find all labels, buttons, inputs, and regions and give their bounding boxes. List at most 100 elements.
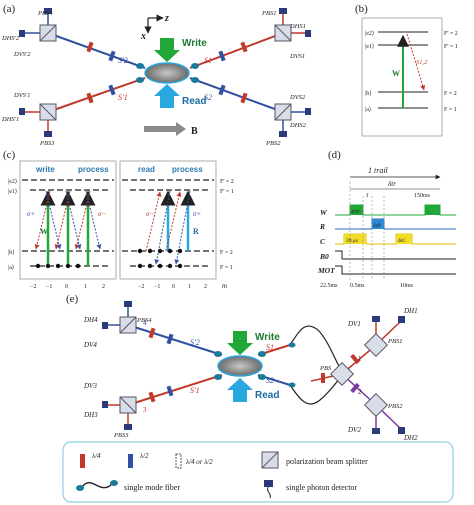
e-pbs2-label: PBS2 <box>387 403 403 410</box>
pbs3-cube <box>39 103 57 121</box>
waveplate-a6 <box>240 41 248 53</box>
pbs1-cube <box>274 24 292 42</box>
panel-d-label: (d) <box>328 149 341 161</box>
write-label: Write <box>182 38 207 49</box>
e-n4: 4 <box>143 319 147 327</box>
c-m-tick-6: −2 <box>138 284 144 290</box>
e-pbs1-cube <box>363 332 389 358</box>
d-vs2-label: DVS2 <box>289 94 306 101</box>
detector-icon <box>19 30 25 37</box>
c-f-a: F = 1 <box>220 265 233 271</box>
axis-x-label: x <box>140 31 146 42</box>
d-c-pulse-1 <box>344 234 366 244</box>
read-label: Read <box>182 96 206 107</box>
fiber-icon <box>191 77 199 83</box>
c-level-e1: |e1⟩ <box>8 188 17 195</box>
e-waveplate-5 <box>321 373 325 383</box>
d-row-c: C <box>320 237 326 246</box>
e-fiber-2 <box>289 375 343 405</box>
pbs2-cube <box>274 103 292 121</box>
e-dh3-label: DH3 <box>83 411 98 419</box>
c-process1-hdr: process <box>78 165 109 174</box>
c-w-label: W <box>40 227 48 236</box>
panel-a: (a) <box>1 3 311 147</box>
e-waveplate-4 <box>166 385 174 397</box>
e-fiber-1 <box>289 325 343 373</box>
d-time-3: 10ms <box>400 283 414 289</box>
legend-box <box>62 441 454 503</box>
detector-icon <box>124 424 132 430</box>
c-level-lines <box>22 179 214 267</box>
panel-c-right-frame <box>119 160 217 280</box>
d-hs1-label: DHS1 <box>289 23 306 30</box>
e-pbs-cube <box>329 361 355 387</box>
e-pbs3-label: PBS3 <box>113 432 129 439</box>
c-m-tick-8: 0 <box>172 284 175 290</box>
panel-e-label: (e) <box>66 293 79 305</box>
axis-z-label: z <box>164 13 169 24</box>
legend-detector: single photon detector <box>286 483 357 492</box>
c-m-tick-3: 0 <box>65 284 68 290</box>
beam-s1p <box>47 77 146 113</box>
e-pbs-label: PBS <box>319 365 332 372</box>
d-vs1-label: DVS1 <box>289 53 305 60</box>
detector-icon <box>102 322 108 329</box>
b-level-e1: |e1⟩ <box>365 43 374 50</box>
legend-pbs: polarization beam splitter <box>286 457 368 466</box>
e-beam-s2p <box>127 324 223 356</box>
b-level-a: |a⟩ <box>365 106 371 113</box>
e-dv2-label: DV2 <box>347 426 361 434</box>
pbs4-label: PBS4 <box>37 10 53 17</box>
d-c-pulse-2 <box>396 234 412 244</box>
fiber-icon <box>191 63 199 69</box>
e-pbs2-cube <box>363 392 389 418</box>
c-population-dots <box>35 248 183 269</box>
e-dv4-label: DV4 <box>83 341 97 349</box>
waveplate-a3 <box>86 92 94 104</box>
waveplate-a7 <box>218 84 226 96</box>
fiber-icon <box>136 63 144 69</box>
c-m-tick-4: 1 <box>84 284 87 290</box>
read-arrow-icon <box>154 84 180 108</box>
c-sigma-minus-left: σ− <box>98 210 106 218</box>
c-m-tick-2: −1 <box>46 284 52 290</box>
e-pbs4-label: PBS4 <box>136 317 152 324</box>
detectors-a <box>19 8 311 137</box>
c-r-label: R <box>193 227 199 236</box>
d-r-pulse-label: δtR <box>373 223 381 229</box>
c-m-label: m <box>222 282 227 290</box>
c-m-tick-5: 2 <box>102 284 105 290</box>
detector-icon <box>305 30 311 37</box>
write-arrow-icon <box>154 38 180 62</box>
d-hs1p-label: DHS'1 <box>1 116 19 123</box>
c-m-tick-9: 1 <box>188 284 191 290</box>
e-pbs1-label: PBS1 <box>387 338 402 345</box>
fiber-icon <box>136 77 144 83</box>
e-detectors <box>102 301 405 434</box>
c-f-e2: F' = 2 <box>220 179 234 185</box>
fiber-icon <box>214 374 222 380</box>
detector-icon <box>124 301 132 307</box>
detector-icon <box>372 428 380 434</box>
c-sigma-minus-right: σ− <box>146 210 154 218</box>
pbs3-label: PBS3 <box>39 140 55 147</box>
legend-fiber: single mode fiber <box>124 483 180 492</box>
e-dh2-label: DH2 <box>403 434 418 442</box>
panel-b: (b) |e2⟩ |e1⟩ |b⟩ |a⟩ F' = 2 F' = 1 F = … <box>355 3 458 137</box>
beam-s2 <box>189 77 284 113</box>
fiber-icon <box>288 382 296 388</box>
quarter-wave-icon <box>80 454 85 468</box>
e-waveplate-1 <box>148 327 156 339</box>
c-level-b: |b⟩ <box>8 249 15 256</box>
waveplate-a5 <box>218 50 226 62</box>
waveplate-a1 <box>86 41 94 53</box>
s2p-label: S'2 <box>118 56 128 65</box>
legend-either-wave: λ/4 or λ/2 <box>185 458 213 466</box>
legend: λ/4 λ/2 λ/4 or λ/2 polarization beam spl… <box>62 441 454 503</box>
d-hs2-label: DHS2 <box>289 122 307 129</box>
atomic-ensemble <box>144 62 190 84</box>
d-row-mot: MOT <box>317 266 335 275</box>
detector-icon <box>44 131 52 137</box>
d-w-pulse-1 <box>350 205 363 215</box>
panel-d: (d) 1 trail δtr τ 150ms W R C B0 MOT δtW… <box>317 149 456 289</box>
